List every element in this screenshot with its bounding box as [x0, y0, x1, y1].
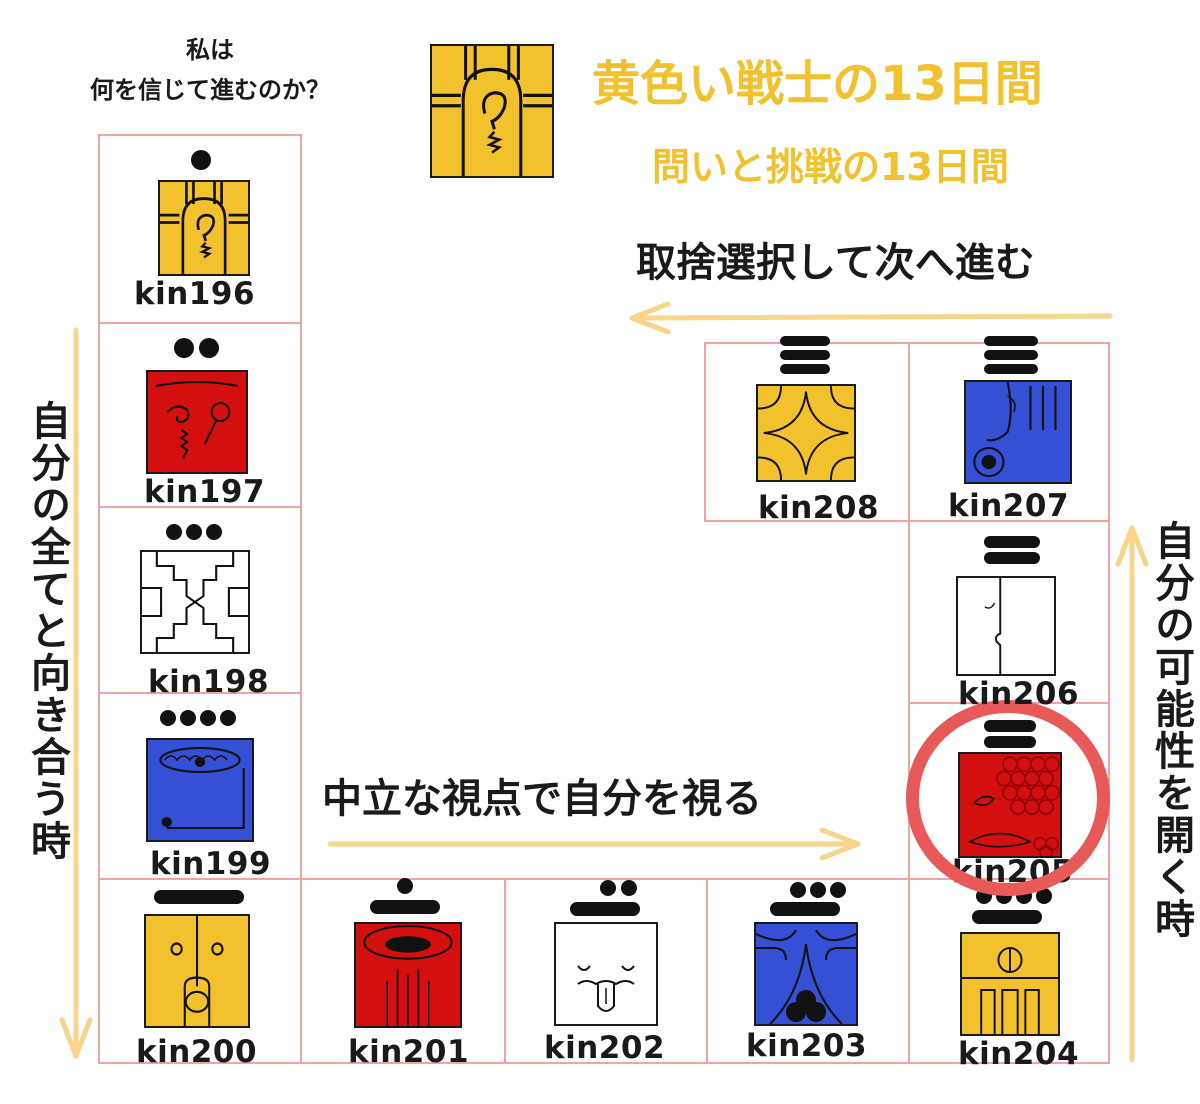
arrow-down-icon	[56, 326, 96, 1066]
tone-dots	[166, 524, 222, 540]
kin-label: kin200	[136, 1034, 258, 1070]
kin-label: kin201	[348, 1034, 470, 1070]
mirror-glyph-icon	[140, 550, 250, 654]
kin-label: kin204	[958, 1036, 1080, 1072]
flow-label-right: 自分の可能性を開く時	[1148, 520, 1194, 940]
night-glyph-icon	[754, 922, 858, 1026]
tone-bar	[984, 336, 1038, 346]
arrow-right-icon	[326, 824, 866, 864]
kin-label: kin198	[148, 664, 270, 700]
tone-dots	[600, 880, 637, 896]
warrior-glyph-icon	[158, 180, 250, 276]
tone-dots	[191, 150, 211, 170]
arrow-up-icon	[1112, 520, 1152, 1068]
question-line-1: 私は	[186, 36, 234, 64]
page-title: 黄色い戦士の13日間	[592, 56, 1043, 112]
tone-dots	[790, 882, 846, 898]
dragon-glyph-icon	[354, 922, 462, 1028]
kin-label: kin196	[134, 276, 256, 312]
tone-bar	[984, 350, 1038, 360]
kin-label: kin206	[958, 676, 1080, 712]
kin-label: kin207	[948, 488, 1070, 524]
question-text: 私は 何を信じて進むのか？	[40, 30, 380, 110]
kin-label: kin197	[144, 474, 266, 510]
kin-label: kin208	[758, 490, 880, 526]
kin-label: kin199	[150, 846, 272, 882]
flow-label-bottom: 中立な視点で自分を視る	[322, 776, 762, 822]
tone-bar	[780, 364, 830, 374]
tone-dots	[174, 338, 219, 358]
flow-label-top: 取捨選択して次へ進む	[636, 240, 1035, 286]
title-warrior-glyph-icon	[430, 44, 554, 178]
tone-dots	[160, 710, 236, 726]
tone-bar	[984, 364, 1038, 374]
tone-bar	[984, 536, 1040, 548]
tone-dots	[397, 878, 413, 894]
earth-glyph-icon	[146, 370, 248, 474]
star-glyph-icon	[756, 384, 856, 482]
tone-bar	[770, 902, 840, 916]
tone-bar	[570, 902, 640, 916]
hand-glyph-icon	[964, 380, 1072, 484]
seed-glyph-icon	[960, 932, 1060, 1036]
sun-glyph-icon	[144, 914, 250, 1028]
question-line-2: 何を信じて進むのか？	[90, 76, 330, 104]
arrow-left-icon	[624, 300, 1116, 340]
highlight-circle	[906, 700, 1110, 896]
tone-bar	[780, 350, 830, 360]
wind-glyph-icon	[554, 922, 658, 1026]
page-subtitle: 問いと挑戦の13日間	[652, 145, 1009, 189]
flow-label-left: 自分の全てと向き合う時	[24, 400, 70, 862]
tone-bar	[984, 552, 1040, 564]
tone-bar	[154, 890, 244, 904]
tone-bar	[780, 336, 830, 346]
kin-label: kin203	[746, 1028, 868, 1064]
tone-bar	[370, 900, 440, 914]
storm-glyph-icon	[146, 738, 254, 842]
tone-bar	[972, 910, 1042, 924]
kin-label: kin202	[544, 1030, 666, 1066]
worldbridger-glyph-icon	[956, 576, 1056, 676]
